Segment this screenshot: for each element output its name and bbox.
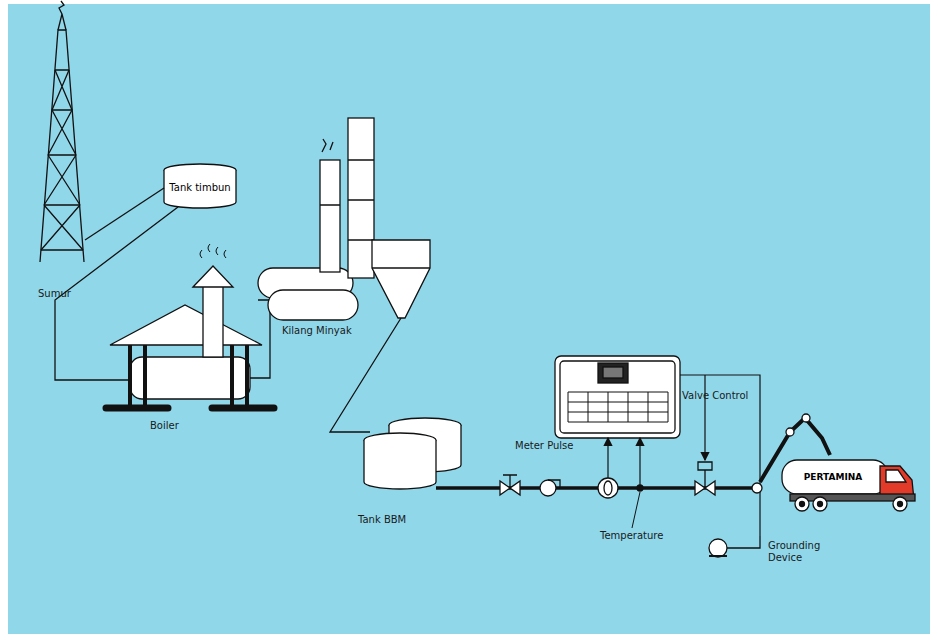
temperature-label: Temperature [600, 530, 663, 542]
fuel-tank-label: Tank BBM [358, 514, 406, 526]
meter-label: Meter Pulse [515, 440, 573, 452]
valve-control-label: Valve Control [682, 390, 748, 402]
refinery-label: Kilang Minyak [282, 325, 352, 337]
well-label: Sumur [38, 288, 71, 300]
boiler-label: Boiler [150, 420, 179, 432]
storage-tank: Tank timbun [164, 174, 236, 200]
truck-tank: PERTAMINA [786, 466, 880, 488]
grounding-label: Grounding Device [768, 540, 828, 563]
node-text: Tank timbun [169, 182, 230, 193]
node-text: PERTAMINA [804, 472, 862, 482]
background [8, 4, 930, 634]
